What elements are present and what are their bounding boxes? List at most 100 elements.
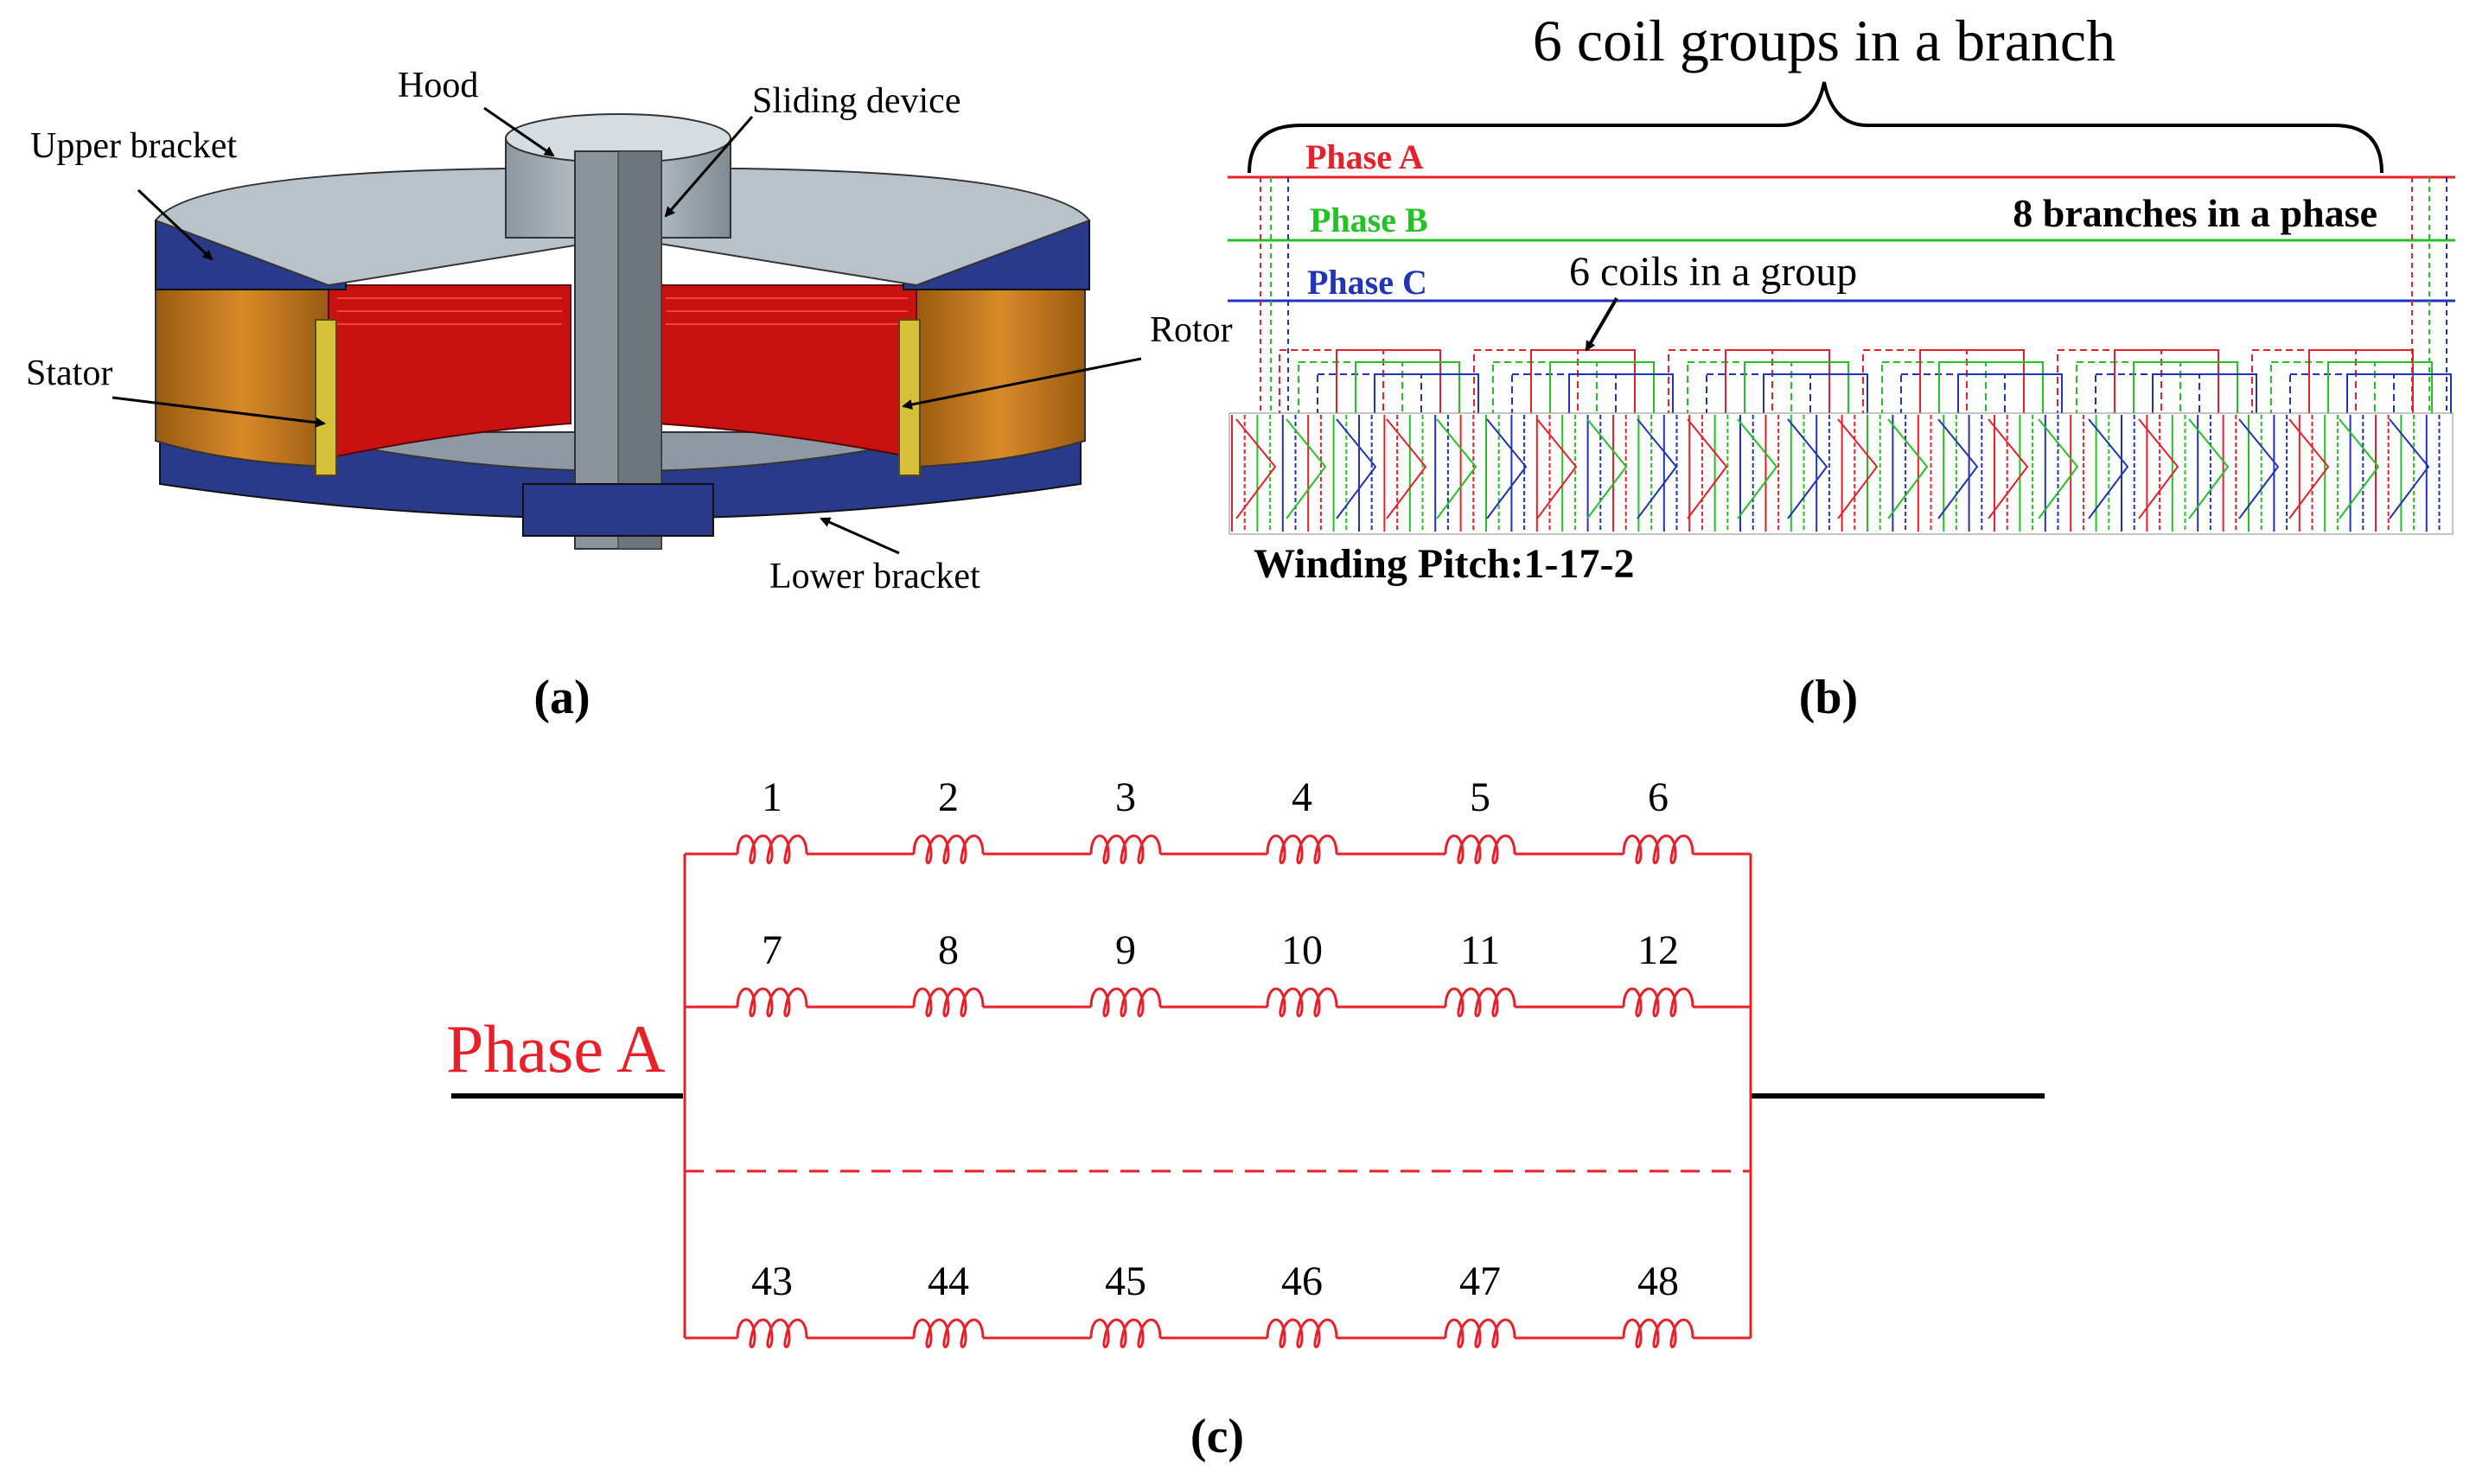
coil-loop (1317, 373, 1422, 416)
coil-loop (2114, 349, 2219, 416)
coil-loop (1725, 349, 1830, 416)
end-winding-line (1637, 418, 1678, 519)
coil-number: 11 (1460, 927, 1500, 973)
end-winding-line (1536, 418, 1578, 519)
inductor-coil-icon (912, 1318, 985, 1348)
coil-number: 47 (1459, 1258, 1501, 1304)
end-winding-line (2188, 418, 2230, 519)
inductor-coil-icon (736, 1318, 808, 1348)
coil-number: 46 (1281, 1258, 1323, 1304)
inductor-coil-icon (1089, 987, 1162, 1017)
coil-loop (1938, 361, 2044, 416)
caption-a: (a) (533, 671, 590, 724)
label-phase-c: Phase C (1307, 263, 1427, 302)
caption-b: (b) (1799, 671, 1858, 724)
coil-loop (2270, 361, 2376, 416)
coil-loop (2152, 373, 2257, 416)
end-winding-line (1586, 418, 1628, 519)
end-winding-line (2288, 418, 2330, 519)
coil-number: 2 (938, 774, 959, 820)
coil-loop (2289, 373, 2395, 416)
label-eight-branches: 8 branches in a phase (2013, 191, 2377, 235)
end-winding-line (1386, 418, 1427, 519)
coil-loop (1473, 349, 1579, 416)
label-sliding-device: Sliding device (752, 81, 960, 121)
end-winding-line (1737, 418, 1778, 519)
coil-loop (2076, 361, 2181, 416)
label-phase-b: Phase B (1310, 201, 1428, 239)
end-winding-line (1787, 418, 1828, 519)
coil-number: 48 (1637, 1258, 1679, 1304)
rotor-block-left (328, 284, 571, 460)
coil-loop (2057, 349, 2162, 416)
end-winding-line (1937, 418, 1979, 519)
slot-band (1228, 412, 2454, 535)
coil-loop (1298, 361, 1403, 416)
coil-number: 7 (762, 927, 782, 973)
inductor-coil-icon (912, 834, 985, 864)
coil-number: 44 (928, 1258, 969, 1304)
rotor-laminations (337, 297, 908, 325)
coil-loop (1492, 361, 1598, 416)
coil-loop (1568, 373, 1674, 416)
coil-loop (2308, 349, 2414, 416)
inductor-coil-icon (1444, 987, 1516, 1017)
inductor-coil-icon (1089, 834, 1162, 864)
coil-loop (1549, 361, 1655, 416)
coil-loop (1668, 349, 1773, 416)
coil-number: 3 (1115, 774, 1136, 820)
label-rotor: Rotor (1150, 310, 1233, 350)
coil-loop (2133, 361, 2238, 416)
stator-band-shape (155, 284, 329, 468)
coil-loop (2095, 373, 2200, 416)
label-stator: Stator (26, 353, 112, 393)
inductor-coil-icon (1444, 1318, 1516, 1348)
coil-loop (1881, 361, 1987, 416)
coil-loop (1957, 373, 2063, 416)
end-winding-line (2088, 418, 2129, 519)
end-winding-line (1837, 418, 1879, 519)
coil-number: 5 (1470, 774, 1490, 820)
coil-loop (1687, 361, 1792, 416)
end-winding-line (2339, 418, 2380, 519)
stator-band-shape-right (916, 284, 1086, 468)
end-winding-line (2238, 418, 2280, 519)
inductor-coil-icon (1622, 987, 1694, 1017)
coil-loop (1706, 373, 1811, 416)
coil-loop (1862, 349, 1968, 416)
inductor-coil-icon (1266, 1318, 1338, 1348)
coil-loop (1763, 373, 1868, 416)
bottom-hub (522, 483, 714, 537)
coil-loop (2327, 361, 2433, 416)
inductor-coil-icon (1266, 834, 1338, 864)
coil-loop (1744, 361, 1849, 416)
coil-number: 10 (1281, 927, 1323, 973)
coil-loop (1279, 349, 1384, 416)
coil-loop (1374, 373, 1479, 416)
label-hood: Hood (398, 66, 478, 105)
coil-loop (1336, 349, 1441, 416)
coil-loop (1530, 349, 1636, 416)
end-winding-line (1988, 418, 2029, 519)
coil-loop (1511, 373, 1617, 416)
end-winding-line (1486, 418, 1528, 519)
end-winding-line (1336, 418, 1377, 519)
coil-number: 1 (762, 774, 782, 820)
inductor-coil-icon (736, 834, 808, 864)
inductor-coil-icon (1444, 834, 1516, 864)
label-phase-a-circuit: Phase A (446, 1011, 666, 1086)
end-winding-line (1235, 418, 1277, 519)
label-phase-a: Phase A (1305, 137, 1424, 176)
label-upper-bracket: Upper bracket (30, 126, 237, 166)
stator-winding-left (315, 319, 337, 476)
end-winding-line (2038, 418, 2079, 519)
brace-six-groups (1248, 81, 2383, 174)
end-winding-line (1286, 418, 1327, 519)
coil-loop (1900, 373, 2006, 416)
coil-number: 9 (1115, 927, 1136, 973)
shaft-cut-face (617, 150, 662, 550)
caption-c: (c) (1190, 1410, 1244, 1463)
